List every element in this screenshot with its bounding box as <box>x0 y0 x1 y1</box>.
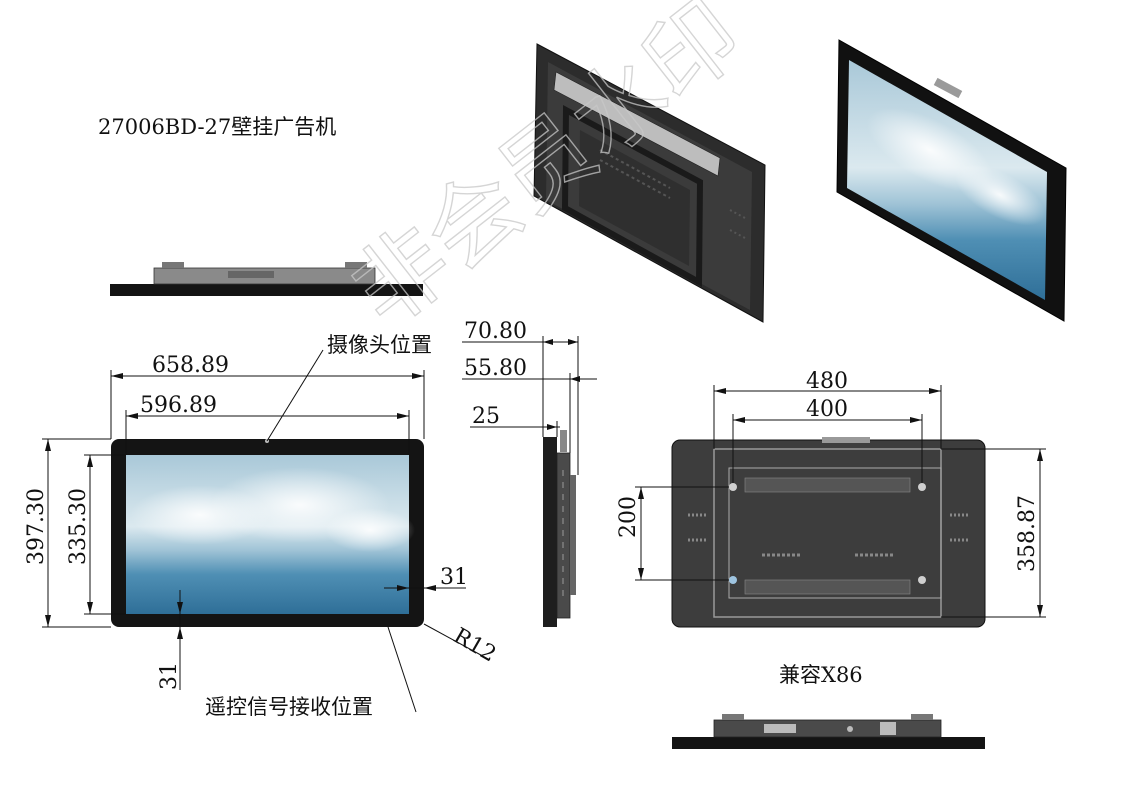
vesa-hole <box>729 483 737 491</box>
dim-depth-panel: 25 <box>472 404 500 429</box>
iso-back-view <box>533 43 766 323</box>
side-dimensions: 70.80 55.80 25 <box>462 319 597 475</box>
vesa-hole <box>918 483 926 491</box>
dim-depth-body: 55.80 <box>464 356 527 381</box>
vesa-hole <box>729 576 737 584</box>
vga-port <box>764 724 796 733</box>
compat-label: 兼容X86 <box>779 663 863 687</box>
iso-front-view <box>836 39 1067 322</box>
front-view <box>111 439 424 627</box>
side-panel <box>543 437 557 627</box>
side-view <box>543 430 576 627</box>
dim-screen-height: 335.30 <box>66 488 91 565</box>
dim-side-border: 31 <box>440 565 468 590</box>
power-port <box>880 722 896 735</box>
dim-overall-width: 658.89 <box>152 353 229 378</box>
bottom-view <box>672 714 985 749</box>
vesa-hole <box>918 576 926 584</box>
audio-port <box>847 726 853 732</box>
remote-label: 遥控信号接收位置 <box>205 695 373 719</box>
dim-bottom-border: 31 <box>157 662 182 690</box>
dim-mount-outer: 480 <box>806 369 848 394</box>
back-view <box>671 437 986 628</box>
dim-overall-height: 397.30 <box>24 488 49 565</box>
top-view <box>110 262 423 296</box>
back-dimensions: 480 400 200 358.87 <box>616 369 1046 618</box>
dim-back-height: 358.87 <box>1015 495 1040 572</box>
drawing-title: 27006BD-27壁挂广告机 <box>98 115 336 139</box>
camera-label: 摄像头位置 <box>327 333 432 357</box>
dim-depth-total: 70.80 <box>464 319 527 344</box>
dim-corner-radius: R12 <box>449 624 500 668</box>
dim-mount-vertical: 200 <box>616 496 641 538</box>
dim-screen-width: 596.89 <box>140 393 217 418</box>
dim-mount-inner: 400 <box>806 397 848 422</box>
